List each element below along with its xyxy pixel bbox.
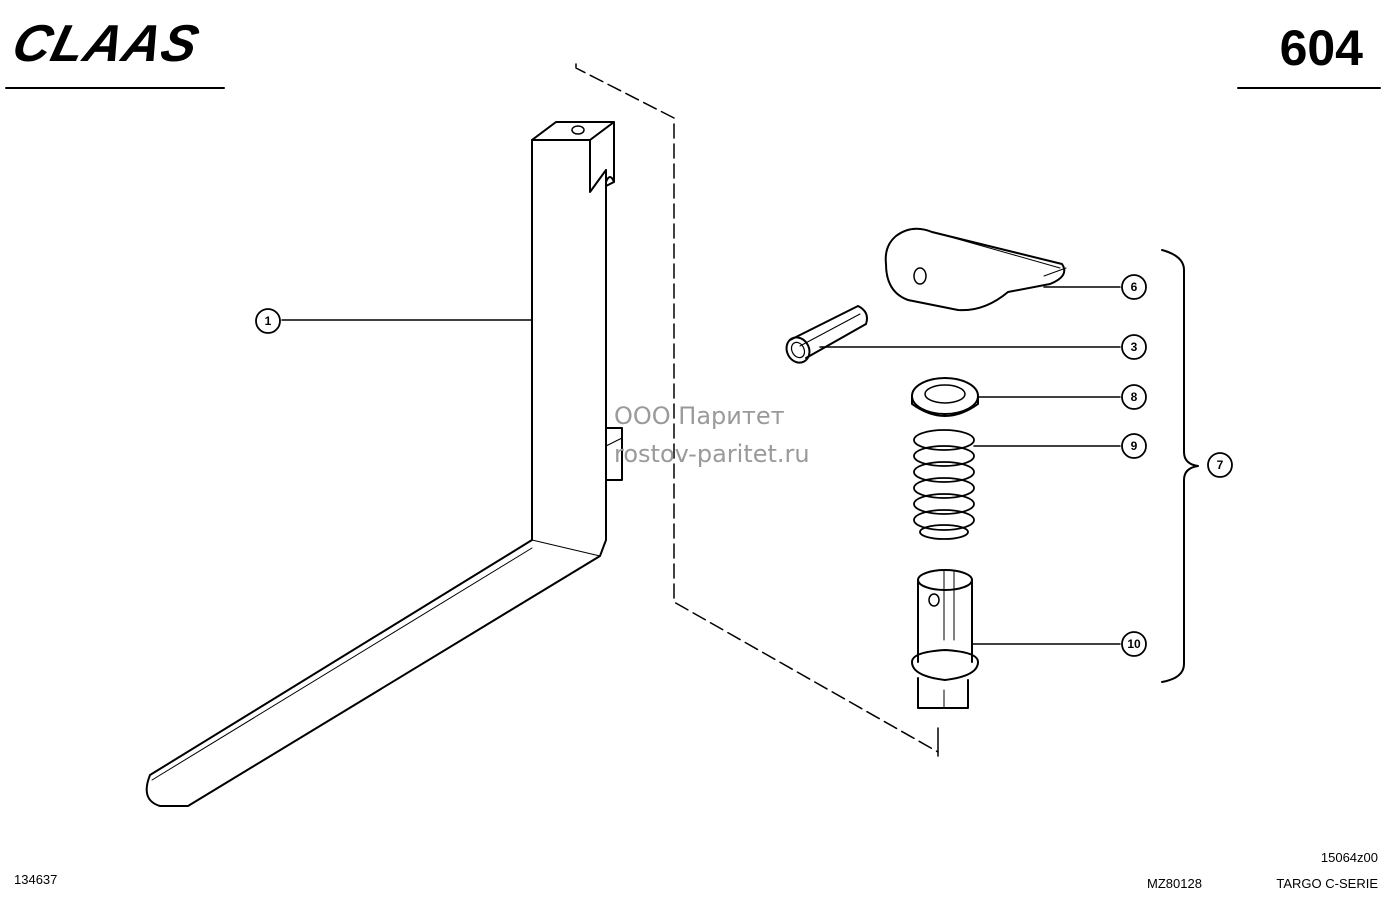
watermark-company: ООО Паритет (614, 402, 785, 430)
watermark-url: rostov-paritet.ru (614, 440, 810, 468)
latch-plate-part (884, 227, 1067, 312)
footer-right-code-bottom: TARGO C-SERIE (1276, 876, 1378, 891)
fork-pin-hole-icon (571, 125, 585, 135)
callout-8: 8 (1131, 390, 1138, 404)
footer-center-code: MZ80128 (1147, 876, 1202, 891)
assembly-dash-line (575, 63, 939, 753)
assembly-bracket (1161, 249, 1199, 683)
latch-plate-hole-icon (913, 267, 927, 285)
callout-7: 7 (1217, 458, 1224, 472)
page-number: 604 (1279, 20, 1363, 76)
callout-circles (255, 274, 1233, 657)
callout-1: 1 (265, 314, 272, 328)
callout-10: 10 (1127, 637, 1141, 651)
washer-part (911, 377, 979, 417)
locking-pin-hole-icon (928, 593, 940, 607)
coil-spring-part (913, 429, 975, 540)
callout-6: 6 (1131, 280, 1138, 294)
fork-tine-part (145, 121, 623, 807)
brand-logo: CLAAS (6, 15, 206, 73)
locking-pin-part (911, 569, 979, 709)
callout-3: 3 (1131, 340, 1138, 354)
footer-left-code: 134637 (14, 872, 58, 887)
roll-pin-part (785, 305, 868, 364)
callout-leaders (281, 286, 1121, 645)
footer-right-code-top: 15064z00 (1320, 850, 1378, 865)
callout-9: 9 (1131, 439, 1138, 453)
